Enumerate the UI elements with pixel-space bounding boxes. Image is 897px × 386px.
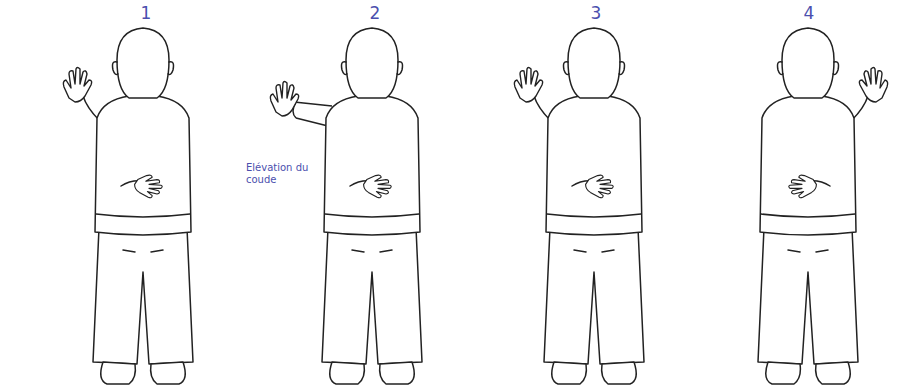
figure-number: 3: [578, 4, 614, 24]
child-figure: [514, 28, 644, 384]
child-figure: [63, 28, 193, 384]
child-figure: [270, 28, 422, 384]
annotation-label: Elévation du coude: [246, 162, 310, 185]
child-figure: [758, 28, 888, 384]
figure-number: 2: [357, 4, 393, 24]
figure-number: 4: [791, 4, 827, 24]
figure-number: 1: [128, 4, 164, 24]
